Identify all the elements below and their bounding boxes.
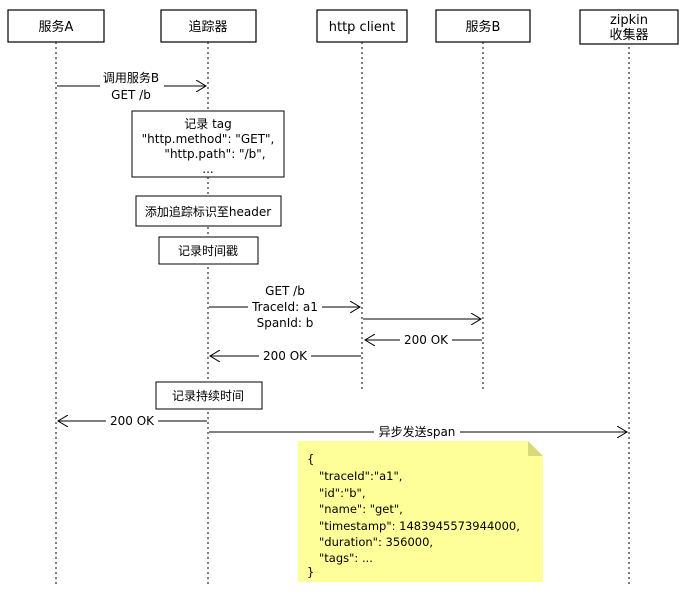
actor-http-client: http client	[316, 9, 408, 43]
note-record-tag-line2: "http.method": "GET",	[142, 132, 275, 146]
actor-zipkin: zipkin 收集器	[579, 9, 679, 45]
call-service-b-label-line2: GET /b	[111, 88, 151, 102]
message-service-b-ok: 200 OK	[365, 332, 482, 348]
message-http-request: GET /b TraceId: a1 SpanId: b	[209, 282, 360, 332]
span-json-line-2: "traceId":"a1",	[319, 469, 402, 483]
http-request-label-line1: GET /b	[265, 284, 305, 298]
http-request-label-line2: TraceId: a1	[251, 300, 318, 314]
note-record-tag-line1: 记录 tag	[184, 117, 232, 131]
actor-tracer: 追踪器	[160, 9, 257, 43]
message-async-send-span: 异步发送span	[209, 424, 627, 440]
message-call-service-b: 调用服务B GET /b	[57, 69, 206, 103]
span-json-line-1: {	[307, 452, 314, 466]
actor-service-a: 服务A	[7, 9, 105, 43]
span-json-line-4: "name": "get",	[319, 502, 403, 516]
message-client-ok: 200 OK	[210, 348, 361, 364]
span-json-line-3: "id":"b",	[319, 486, 365, 500]
tracer-ok-label: 200 OK	[110, 414, 155, 428]
call-service-b-label-line1: 调用服务B	[103, 70, 159, 85]
note-record-tag-line3: "http.path": "/b",	[164, 147, 265, 161]
service-b-ok-label: 200 OK	[404, 333, 449, 347]
note-record-timestamp: 记录时间戳	[158, 236, 259, 265]
note-record-timestamp-label: 记录时间戳	[178, 244, 238, 258]
async-send-span-label: 异步发送span	[379, 424, 456, 439]
actor-service-b-label: 服务B	[466, 19, 501, 35]
note-add-header-label: 添加追踪标识至header	[145, 204, 271, 219]
actor-zipkin-label-line1: zipkin	[610, 13, 648, 28]
span-json-note: { "traceId":"a1", "id":"b", "name": "get…	[298, 441, 543, 582]
http-request-label-line3: SpanId: b	[257, 316, 314, 330]
actor-tracer-label: 追踪器	[188, 19, 227, 35]
actor-service-a-label: 服务A	[39, 19, 74, 35]
actor-zipkin-label-line2: 收集器	[609, 27, 648, 43]
client-ok-label: 200 OK	[263, 349, 308, 363]
actor-service-b: 服务B	[435, 9, 531, 43]
note-record-duration: 记录持续时间	[155, 381, 263, 410]
note-add-header: 添加追踪标识至header	[135, 195, 282, 227]
span-json-line-8: }	[307, 565, 314, 579]
note-record-tag-line4: ...	[202, 162, 213, 176]
note-record-duration-label: 记录持续时间	[172, 388, 244, 403]
message-tracer-ok: 200 OK	[58, 413, 207, 429]
span-json-line-7: "tags": ...	[319, 551, 373, 565]
note-record-tag: 记录 tag "http.method": "GET", "http.path"…	[131, 110, 285, 178]
actor-http-client-label: http client	[329, 20, 396, 35]
span-json-line-5: "timestamp": 1483945573944000,	[319, 519, 520, 533]
span-json-line-6: "duration": 356000,	[319, 535, 433, 549]
